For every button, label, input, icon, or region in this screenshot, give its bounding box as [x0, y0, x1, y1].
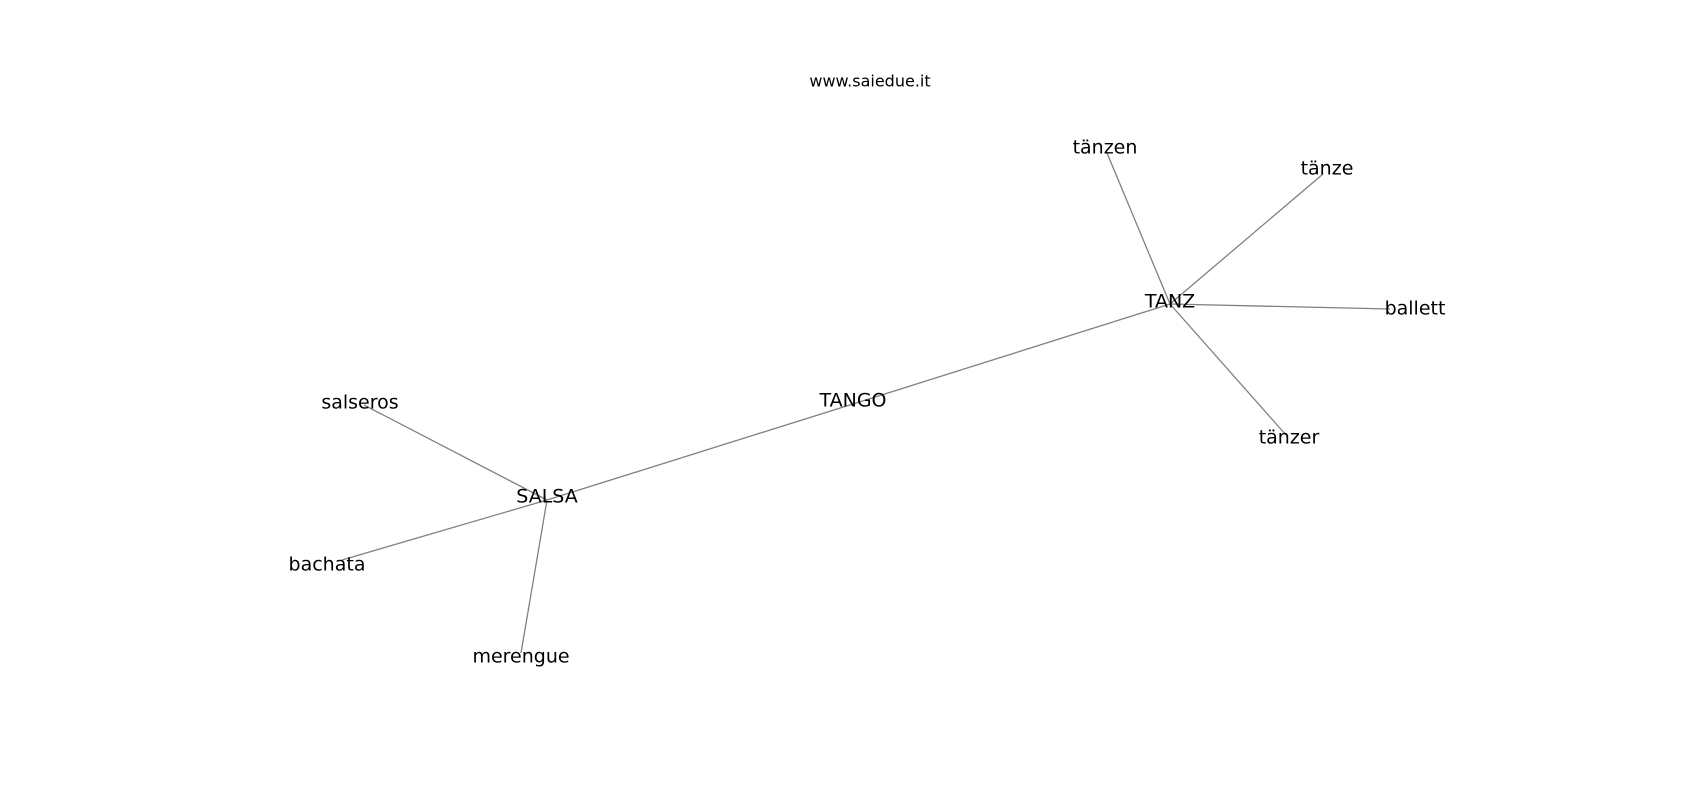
edge-TANZ-tanzer — [1169, 303, 1287, 436]
node-label-SALSA: SALSA — [516, 486, 577, 508]
node-label-salseros: salseros — [321, 392, 398, 414]
edges-layer — [341, 152, 1391, 654]
node-label-tanzer: tänzer — [1259, 427, 1320, 449]
edge-SALSA-merengue — [520, 499, 548, 654]
edge-TANGO-SALSA — [546, 403, 854, 501]
edge-TANZ-TANGO — [852, 303, 1171, 405]
node-label-merengue: merengue — [472, 646, 569, 668]
node-label-TANGO: TANGO — [818, 390, 886, 412]
node-label-ballett: ballett — [1385, 298, 1446, 320]
node-label-TANZ: TANZ — [1144, 291, 1195, 313]
node-label-bachata: bachata — [289, 554, 366, 576]
node-label-tanze: tänze — [1301, 158, 1354, 180]
site-credit: www.saiedue.it — [809, 72, 930, 91]
edge-SALSA-salseros — [363, 404, 548, 501]
edge-TANZ-tanze — [1169, 173, 1324, 305]
node-label-tanzen: tänzen — [1073, 137, 1138, 159]
edge-SALSA-bachata — [341, 499, 548, 561]
edge-TANZ-tanzen — [1106, 152, 1171, 305]
edge-TANZ-ballett — [1169, 303, 1391, 310]
